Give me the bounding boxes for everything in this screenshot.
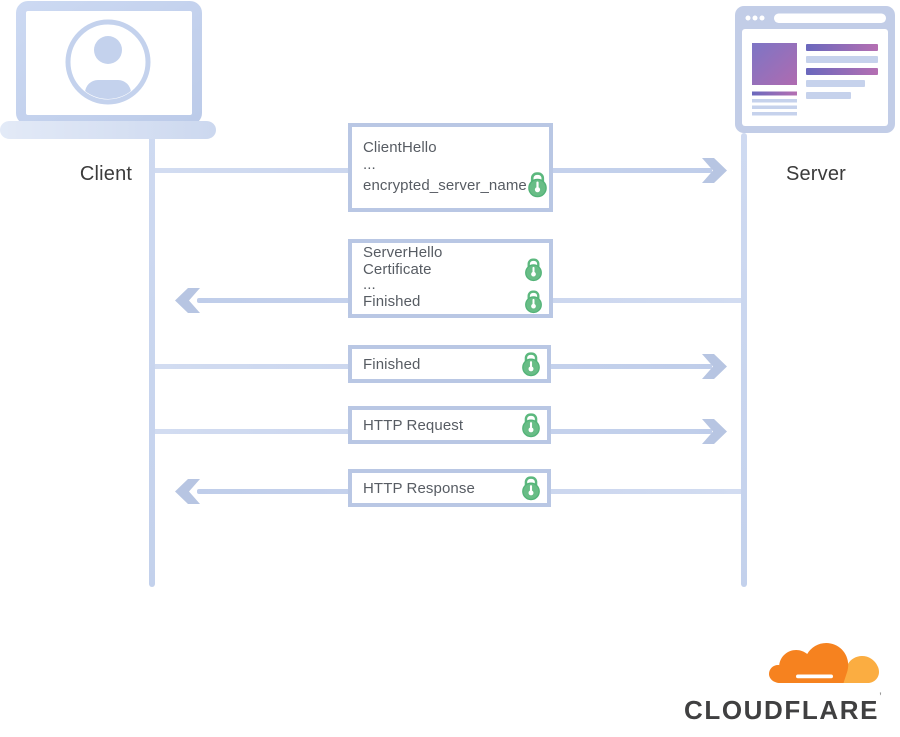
arrow-left-icon [175,287,201,314]
message-box-finished: Finished [348,345,551,383]
message-box-clienthello: ClientHello ... encrypted_server_name [348,123,553,212]
laptop-icon [0,0,216,142]
message-text: ... [363,275,376,293]
lock-icon [521,412,541,438]
browser-window-icon [735,6,895,133]
client-label: Client [79,163,133,185]
server-label: Server [785,163,847,185]
message-text: ... [363,156,376,173]
message-text: Finished [363,355,421,373]
arrow-left-icon [175,478,201,505]
client-lifeline [149,126,155,587]
lock-icon [521,351,541,377]
message-box-http-request: HTTP Request [348,406,551,444]
lock-icon [524,258,543,282]
message-text: ServerHello [363,244,443,261]
server-lifeline [741,133,747,587]
arrow-right-icon [701,353,727,380]
message-text: Finished [363,293,421,310]
message-text: HTTP Request [363,416,464,434]
message-box-http-response: HTTP Response [348,469,551,507]
user-avatar-icon [65,19,151,105]
cloudflare-cloud-icon [768,643,880,687]
cloudflare-wordmark: CLOUDFLARE’ [684,690,882,725]
message-text: ClientHello [363,139,437,156]
message-text: HTTP Response [363,479,475,497]
arrow-right-icon [701,157,727,184]
lock-icon [524,290,543,314]
arrow-right-icon [701,418,727,445]
lock-icon [521,475,541,501]
message-text: Certificate [363,261,432,278]
lock-icon [527,172,548,198]
message-text: encrypted_server_name [363,176,527,194]
message-box-serverhello: ServerHello Certificate ... Finished [348,239,553,318]
